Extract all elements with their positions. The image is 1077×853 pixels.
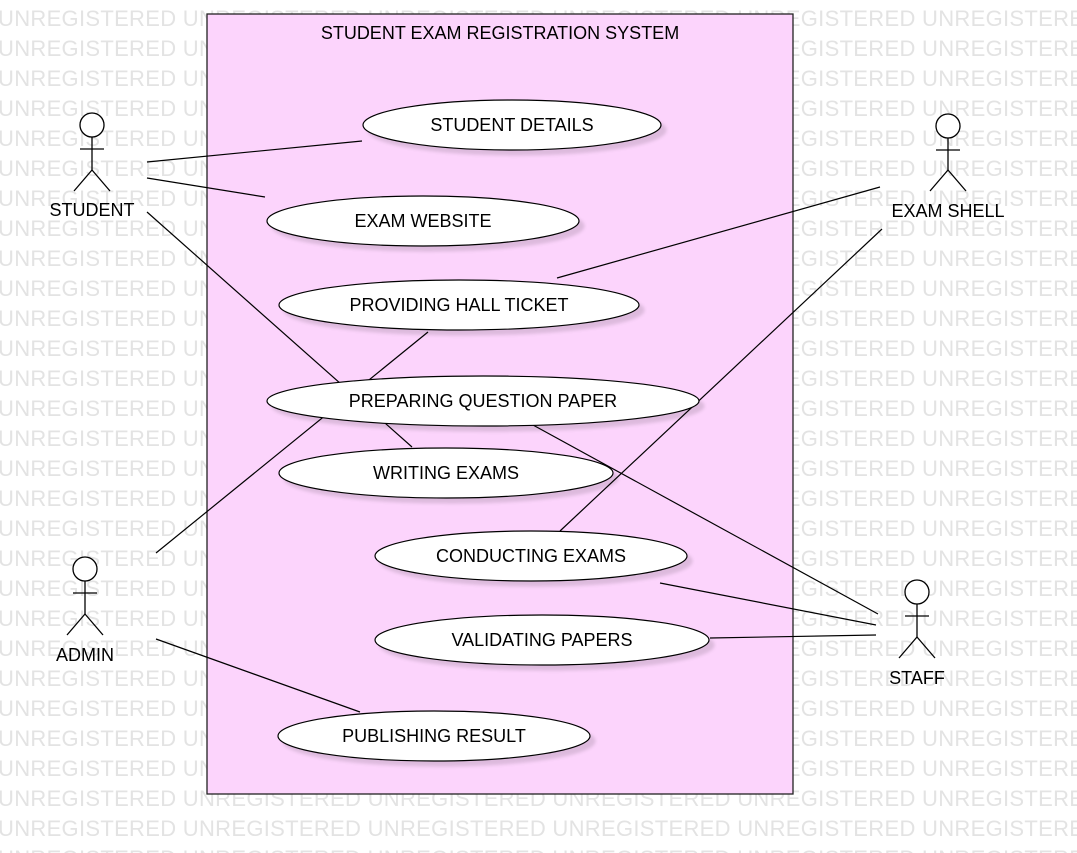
association-staff-conducting-exams: [659, 582, 877, 626]
use-case-ellipse: [374, 530, 688, 582]
use-case-student-details[interactable]: STUDENT DETAILS: [362, 99, 662, 151]
use-case-providing-hall-ticket[interactable]: PROVIDING HALL TICKET: [278, 279, 640, 331]
association-staff-question-paper: [532, 424, 879, 615]
use-case-exam-website[interactable]: EXAM WEBSITE: [266, 195, 580, 247]
use-case-ellipse: [278, 279, 640, 331]
use-case-label: PUBLISHING RESULT: [342, 726, 526, 746]
use-case-publishing-result[interactable]: PUBLISHING RESULT: [277, 710, 591, 762]
association-student-exam-website: [146, 177, 266, 198]
use-case-ellipse: [266, 375, 700, 427]
association-student-student-details: [146, 140, 363, 163]
actor-exam-shell[interactable]: EXAM SHELL: [891, 113, 1005, 221]
association-exam-shell-conducting-exams: [559, 228, 883, 532]
actor-admin[interactable]: ADMIN: [56, 556, 114, 665]
actor-label: STUDENT: [50, 200, 135, 220]
association-admin-publishing-result: [155, 638, 361, 713]
use-case-label: PROVIDING HALL TICKET: [349, 295, 568, 315]
stick-figure-icon: [929, 113, 967, 192]
system-title: STUDENT EXAM REGISTRATION SYSTEM: [321, 23, 679, 43]
association-staff-validating-papers: [709, 634, 877, 639]
use-case-writing-exams[interactable]: WRITING EXAMS: [278, 447, 614, 499]
associations: [146, 140, 883, 713]
use-case-label: WRITING EXAMS: [373, 463, 519, 483]
actor-label: EXAM SHELL: [891, 201, 1004, 221]
stick-figure-icon: [66, 556, 104, 636]
use-case-ellipse: [277, 710, 591, 762]
actor-label: ADMIN: [56, 645, 114, 665]
use-case-label: VALIDATING PAPERS: [451, 630, 632, 650]
use-case-label: PREPARING QUESTION PAPER: [349, 391, 617, 411]
actor-staff[interactable]: STAFF: [889, 579, 945, 688]
use-case-validating-papers[interactable]: VALIDATING PAPERS: [374, 614, 710, 666]
use-case-label: EXAM WEBSITE: [354, 211, 491, 231]
use-case-conducting-exams[interactable]: CONDUCTING EXAMS: [374, 530, 688, 582]
use-case-ellipse: [266, 195, 580, 247]
association-admin-hall-ticket: [155, 331, 429, 554]
use-case-preparing-question-paper[interactable]: PREPARING QUESTION PAPER: [266, 375, 700, 427]
stick-figure-icon: [898, 579, 936, 659]
association-exam-shell-hall-ticket: [556, 186, 881, 279]
watermark-row: UNREGISTERED UNREGISTERED UNREGISTERED U…: [0, 816, 1077, 841]
use-case-ellipse: [374, 614, 710, 666]
actor-student[interactable]: STUDENT: [50, 112, 135, 220]
watermark-row: UNREGISTERED UNREGISTERED UNREGISTERED U…: [0, 848, 1077, 853]
use-case-label: STUDENT DETAILS: [430, 115, 593, 135]
use-case-ellipse: [362, 99, 662, 151]
stick-figure-icon: [73, 112, 111, 192]
actor-label: STAFF: [889, 668, 945, 688]
use-case-label: CONDUCTING EXAMS: [436, 546, 626, 566]
use-case-ellipse: [278, 447, 614, 499]
